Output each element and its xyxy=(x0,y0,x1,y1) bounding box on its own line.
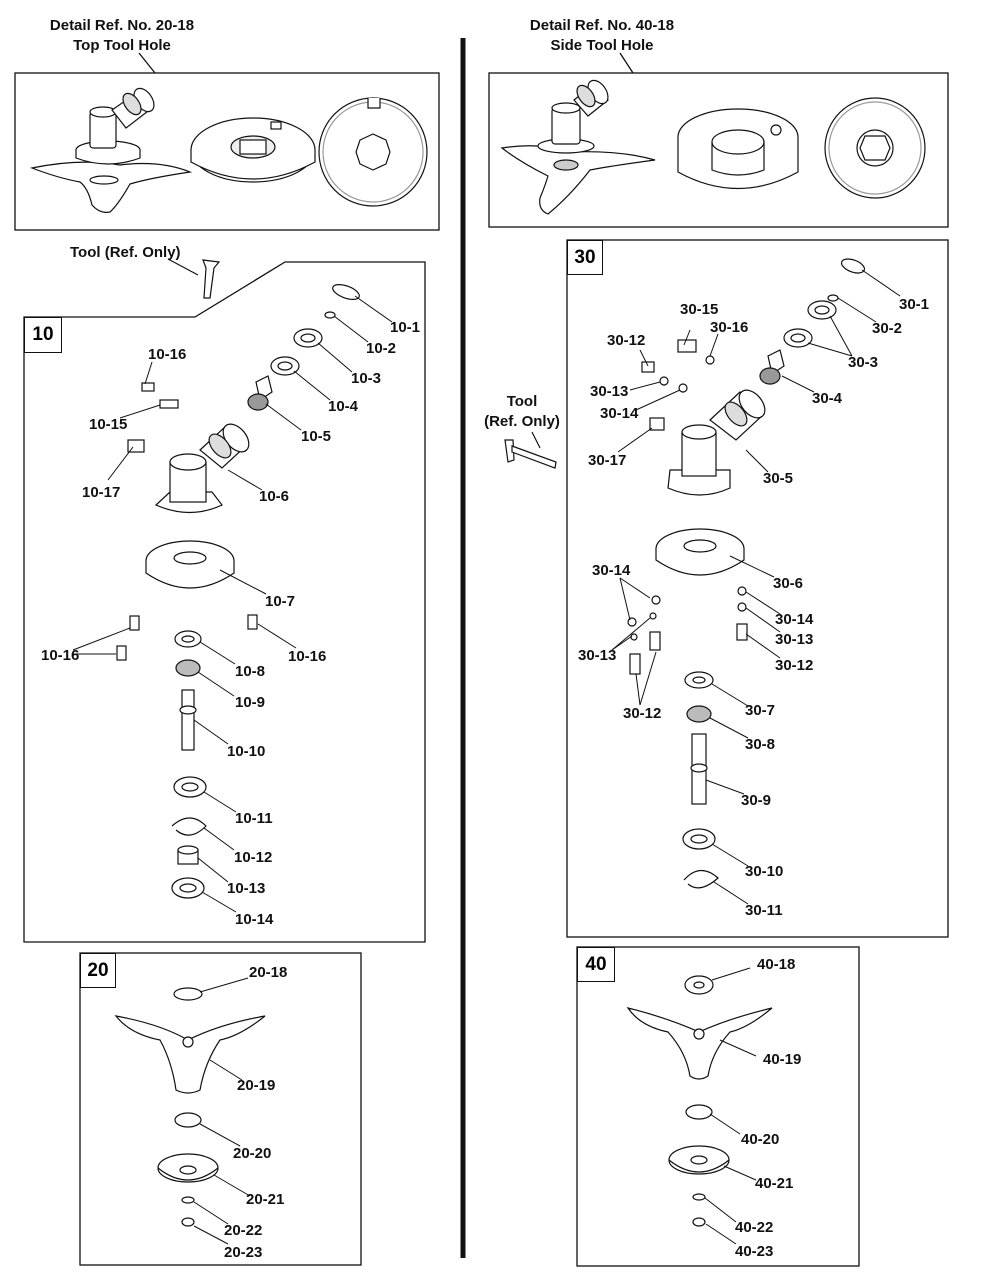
section-number-40: 40 xyxy=(577,947,615,982)
callout: 30-13 xyxy=(590,383,629,400)
callout: 10-7 xyxy=(265,593,296,610)
callout: 30-2 xyxy=(872,320,903,337)
callout: 10-4 xyxy=(328,398,359,415)
callout: 30-17 xyxy=(588,452,627,469)
callout: 10-16 xyxy=(288,648,327,665)
callout: 30-12 xyxy=(607,332,646,349)
leader-lines xyxy=(72,269,901,1245)
callout: 10-16 xyxy=(41,647,80,664)
callout: 30-3 xyxy=(848,354,879,371)
callout: 10-16 xyxy=(148,346,187,363)
callout: 30-1 xyxy=(899,296,930,313)
detail-left-washer xyxy=(318,97,428,207)
section-30-parts xyxy=(627,258,866,889)
left-detail-sub: Top Tool Hole xyxy=(73,37,171,54)
callout: 10-3 xyxy=(351,370,382,387)
callout: 20-23 xyxy=(224,1244,263,1261)
callout: 20-20 xyxy=(233,1145,272,1162)
callout: 30-14 xyxy=(600,405,639,422)
callout: 40-18 xyxy=(757,956,796,973)
section-number-30: 30 xyxy=(567,240,603,275)
section-number-10: 10 xyxy=(24,317,62,353)
callout: 30-9 xyxy=(741,792,772,809)
right-detail-ref: Detail Ref. No. 40-18 xyxy=(529,17,675,34)
detail-right-washer xyxy=(824,97,926,199)
callout: 10-10 xyxy=(227,743,266,760)
section-10-parts xyxy=(116,284,360,899)
callout: 30-8 xyxy=(745,736,776,753)
section-10-box xyxy=(23,261,426,943)
callout: 20-18 xyxy=(249,964,288,981)
left-detail-ref: Detail Ref. No. 20-18 xyxy=(49,17,195,34)
hex-key-tool-left xyxy=(167,258,221,299)
callout: 10-15 xyxy=(89,416,128,433)
detail-right-gearhead xyxy=(500,79,656,215)
callout: 10-12 xyxy=(234,849,273,866)
callout: 10-6 xyxy=(259,488,290,505)
section-20-parts xyxy=(114,987,266,1227)
section-40-box xyxy=(576,946,860,1267)
section-30-box xyxy=(566,239,949,938)
callout: 30-15 xyxy=(680,301,719,318)
detail-left-gearhead xyxy=(29,87,193,213)
callout: 10-9 xyxy=(235,694,266,711)
callout: 30-11 xyxy=(745,902,783,919)
callout: 40-21 xyxy=(755,1175,794,1192)
callout: 30-6 xyxy=(773,575,804,592)
callout: 20-21 xyxy=(246,1191,285,1208)
callout: 40-22 xyxy=(735,1219,774,1236)
callout: 40-23 xyxy=(735,1243,774,1260)
tool-note-right-line1: Tool xyxy=(506,393,538,410)
callout: 10-8 xyxy=(235,663,266,680)
detail-box-left xyxy=(14,72,440,231)
callout: 30-14 xyxy=(775,611,814,628)
callout: 30-12 xyxy=(623,705,662,722)
callout: 30-4 xyxy=(812,390,843,407)
detail-box-right xyxy=(488,72,949,228)
callout: 30-13 xyxy=(775,631,814,648)
callout: 30-14 xyxy=(592,562,631,579)
right-detail-sub: Side Tool Hole xyxy=(550,37,654,54)
callout: 20-22 xyxy=(224,1222,263,1239)
callout: 30-7 xyxy=(745,702,776,719)
callout: 10-13 xyxy=(227,880,266,897)
callout: 10-17 xyxy=(82,484,121,501)
callout: 10-14 xyxy=(235,911,274,928)
detail-right-cup xyxy=(677,108,799,190)
callout: 20-19 xyxy=(237,1077,276,1094)
callout: 40-19 xyxy=(763,1051,802,1068)
section-number-20: 20 xyxy=(80,953,116,988)
callout: 30-10 xyxy=(745,863,784,880)
tool-note-right-line2: (Ref. Only) xyxy=(484,413,560,430)
tool-note-left: Tool (Ref. Only) xyxy=(70,244,181,261)
callout: 30-5 xyxy=(763,470,794,487)
callout: 30-13 xyxy=(578,647,617,664)
section-40-parts xyxy=(626,975,773,1227)
hex-key-tool-right xyxy=(504,431,557,469)
callout: 30-12 xyxy=(775,657,814,674)
callout: 40-20 xyxy=(741,1131,780,1148)
detail-left-collar xyxy=(190,117,316,183)
section-20-box xyxy=(79,952,362,1266)
callout: 10-2 xyxy=(366,340,397,357)
callout: 10-11 xyxy=(235,810,273,827)
callout: 30-16 xyxy=(710,319,749,336)
callout: 10-1 xyxy=(390,319,421,336)
callout: 10-5 xyxy=(301,428,332,445)
